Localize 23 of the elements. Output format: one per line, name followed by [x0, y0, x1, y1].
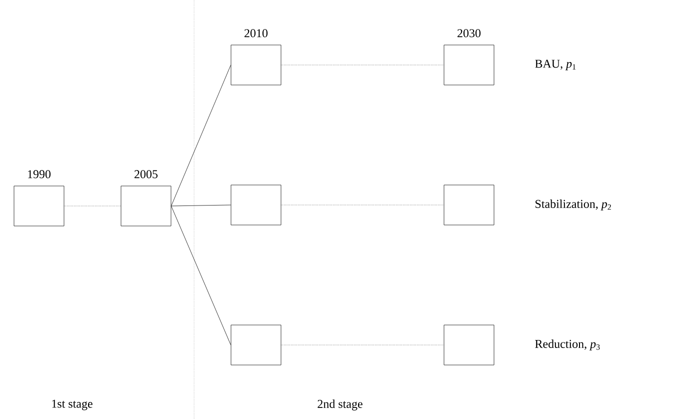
timeline-box	[444, 324, 494, 366]
connector	[281, 64, 444, 66]
year-label: 2030	[458, 29, 481, 38]
year-label: 1990	[28, 170, 51, 178]
scenario-label: Reduction, p$_{3}$	[535, 340, 600, 350]
year-label: 2005	[134, 170, 158, 178]
stage-label: 1st stage	[52, 400, 92, 410]
connector	[281, 344, 444, 346]
connector	[171, 204, 231, 206]
connector	[281, 204, 444, 206]
timeline-box	[230, 44, 282, 86]
connector	[171, 206, 231, 346]
stage-label: 2nd stage	[318, 400, 362, 410]
timeline-box	[230, 184, 282, 226]
timeline-box	[444, 44, 494, 86]
year-label: 2010	[244, 29, 268, 38]
scenario-label: Stabilization, p$_{2}$	[536, 200, 611, 210]
connector	[171, 64, 231, 206]
timeline-box	[230, 324, 282, 366]
timeline-box	[444, 184, 494, 226]
scenario-label: BAU, p$_{1}$	[535, 60, 576, 70]
timeline-box	[120, 186, 172, 226]
timeline-box	[14, 186, 64, 226]
